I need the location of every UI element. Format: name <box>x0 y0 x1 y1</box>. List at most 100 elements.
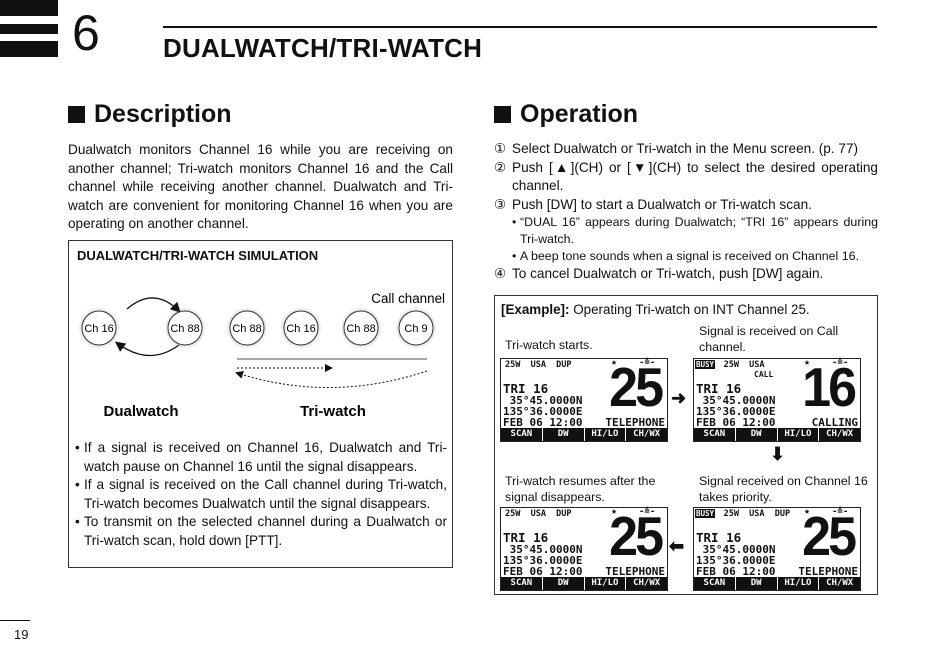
triwatch-arrow-return <box>235 370 428 388</box>
antenna-icon: -≙- <box>639 507 656 517</box>
example-title: [Example]: Operating Tri-watch on INT Ch… <box>501 302 810 317</box>
lcd-status-line: 25W USA DUP <box>505 360 572 370</box>
softkey-label: SCAN <box>703 578 726 588</box>
caption: Tri-watch resumes after the signal disap… <box>505 474 656 504</box>
antenna-icon: -≙- <box>639 358 656 368</box>
lcd-channel-number: 25 <box>609 506 664 568</box>
antenna-icon: -≙- <box>832 507 849 517</box>
dualwatch-label: Dualwatch <box>103 403 178 420</box>
channel-circle: Ch 88 <box>226 307 268 349</box>
arrow-down-icon: ⬇ <box>770 444 786 464</box>
lcd-channel-number: 25 <box>802 506 857 568</box>
lcd-latitude: 35°45.0000N <box>503 543 583 556</box>
lcd-channel-name: CALLING <box>811 416 858 429</box>
star-icon: ★ <box>611 506 618 517</box>
lcd-longitude: 135°36.0000E <box>503 554 583 567</box>
channel-circles: Ch 16 Ch 88 Ch 88 Ch 16 Ch 88 Ch 9 <box>78 307 437 349</box>
lcd-date-time: FEB 06 12:00 <box>503 416 583 429</box>
softkey-label: HI/LO <box>776 577 819 590</box>
lcd-latitude: 35°45.0000N <box>696 543 776 556</box>
lcd-status-line: 25W USA <box>698 360 765 370</box>
caption: Tri-watch starts. <box>505 338 593 352</box>
softkey-label: DW <box>734 428 777 441</box>
softkey-label: HI/LO <box>776 428 819 441</box>
description-title: Description <box>94 100 232 128</box>
lcd-longitude: 135°36.0000E <box>696 405 776 418</box>
caption: Signal received on Channel 16 takes prio… <box>699 474 868 504</box>
softkey-label: SCAN <box>510 578 533 588</box>
operation-title: Operation <box>520 100 639 128</box>
busy-indicator: BUSY <box>695 360 716 369</box>
list-item: •To transmit on the selected channel dur… <box>75 514 447 548</box>
softkey-label: HI/LO <box>583 428 626 441</box>
lcd-mode: TRI 16 <box>503 530 549 545</box>
triwatch-label: Tri-watch <box>300 403 366 420</box>
channel-label: Ch 9 <box>404 323 427 335</box>
dualwatch-arrow-forward <box>126 297 181 313</box>
softkey-label: SCAN <box>703 429 726 439</box>
softkey-label: DW <box>734 577 777 590</box>
header-rule <box>163 26 877 28</box>
softkey-label: DW <box>541 428 584 441</box>
lcd-mode: TRI 16 <box>503 381 549 396</box>
channel-label: Ch 88 <box>346 323 375 335</box>
footer-rule <box>0 620 30 621</box>
softkey-label: CH/WX <box>625 428 667 441</box>
softkey-label: HI/LO <box>583 577 626 590</box>
lcd-date-time: FEB 06 12:00 <box>503 565 583 578</box>
list-item: •If a signal is received on the Call cha… <box>75 477 447 511</box>
chapter-tab-bar <box>0 41 58 57</box>
lcd-date-time: FEB 06 12:00 <box>696 565 776 578</box>
channel-label: Ch 88 <box>232 323 261 335</box>
channel-circle: Ch 88 <box>340 307 382 349</box>
step-note: •A beep tone sounds when a signal is rec… <box>512 249 859 264</box>
chapter-number: 6 <box>72 5 100 61</box>
chapter-tab <box>0 0 58 58</box>
lcd-date-time: FEB 06 12:00 <box>696 416 776 429</box>
simulation-diagram: Ch 16 Ch 88 Ch 88 Ch 16 Ch 88 Ch 9 <box>78 291 445 420</box>
caption: Signal is received on Call channel. <box>699 324 839 354</box>
square-bullet-icon <box>494 106 511 123</box>
operation-heading: Operation <box>494 100 638 129</box>
lcd-mode: TRI 16 <box>696 530 742 545</box>
lcd-longitude: 135°36.0000E <box>696 554 776 567</box>
busy-indicator: BUSY <box>695 509 716 518</box>
lcd-latitude: 35°45.0000N <box>696 394 776 407</box>
list-item: •If a signal is received on Channel 16, … <box>75 440 447 474</box>
description-heading: Description <box>68 100 232 129</box>
lcd-call-indicator: CALL <box>754 370 774 379</box>
softkey-label: CH/WX <box>818 428 860 441</box>
lcd-channel-name: TELEPHONE <box>605 416 665 429</box>
chapter-title: DUALWATCH/TRI-WATCH <box>163 33 483 63</box>
arrow-right-icon: ➜ <box>671 388 687 408</box>
example-box: [Example]: Operating Tri-watch on INT Ch… <box>494 295 878 595</box>
dualwatch-arrow-back <box>114 341 180 357</box>
softkey-label: SCAN <box>510 429 533 439</box>
lcd-status-line: 25W USA DUP <box>505 509 572 519</box>
simulation-title: DUALWATCH/TRI-WATCH SIMULATION <box>77 248 319 263</box>
lcd-channel-number: 25 <box>609 357 664 419</box>
channel-circle: Ch 16 <box>280 307 322 349</box>
chapter-tab-bar <box>0 24 58 34</box>
step-note: •“DUAL 16” appears during Dualwatch; “TR… <box>512 215 878 247</box>
arrow-left-icon: ⬅ <box>669 536 685 556</box>
simulation-box: DUALWATCH/TRI-WATCH SIMULATION Ch 16 <box>68 240 453 568</box>
lcd-status-line: 25W USA DUP <box>698 509 791 519</box>
lcd-channel-name: TELEPHONE <box>605 565 665 578</box>
antenna-icon: -≙- <box>832 358 849 368</box>
channel-label: Ch 16 <box>286 323 315 335</box>
star-icon: ★ <box>804 357 811 368</box>
description-text: Dualwatch monitors Channel 16 while you … <box>68 142 453 232</box>
lcd-channel-name: TELEPHONE <box>798 565 858 578</box>
